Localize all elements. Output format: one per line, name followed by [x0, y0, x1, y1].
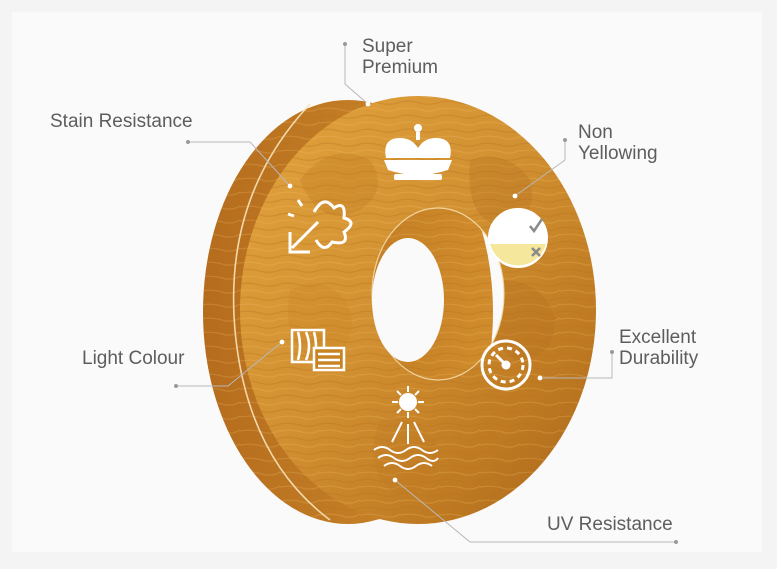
- label-super-premium-line2: Premium: [362, 57, 439, 78]
- label-excellent-durability-line1: Excellent: [619, 327, 697, 348]
- label-non-yellowing: Non Yellowing: [578, 122, 658, 164]
- crown-icon: [384, 124, 452, 180]
- label-excellent-durability: Excellent Durability: [619, 327, 698, 369]
- label-non-yellowing-line2: Yellowing: [578, 143, 658, 164]
- leader-dots: [174, 42, 678, 544]
- label-super-premium-line1: Super: [362, 36, 413, 57]
- label-light-colour: Light Colour: [82, 348, 185, 369]
- label-uv-resistance: UV Resistance: [547, 514, 673, 535]
- label-super-premium: Super Premium: [362, 36, 438, 78]
- label-excellent-durability-line2: Durability: [619, 348, 699, 369]
- ring-hole: [371, 207, 505, 381]
- ring-edge-highlight: [232, 103, 331, 521]
- splash-arrow-icon: [287, 199, 353, 254]
- sun-water-icon: [373, 386, 439, 470]
- label-stain-resistance: Stain Resistance: [50, 111, 193, 132]
- label-non-yellowing-line1: Non: [578, 122, 613, 143]
- check-cross-circle-icon: [488, 208, 548, 268]
- durability-gauge-icon: [480, 339, 532, 391]
- wood-grain-icon: [290, 328, 346, 372]
- leader-lines: [176, 44, 676, 543]
- leader-anchor-dots: [279, 101, 543, 483]
